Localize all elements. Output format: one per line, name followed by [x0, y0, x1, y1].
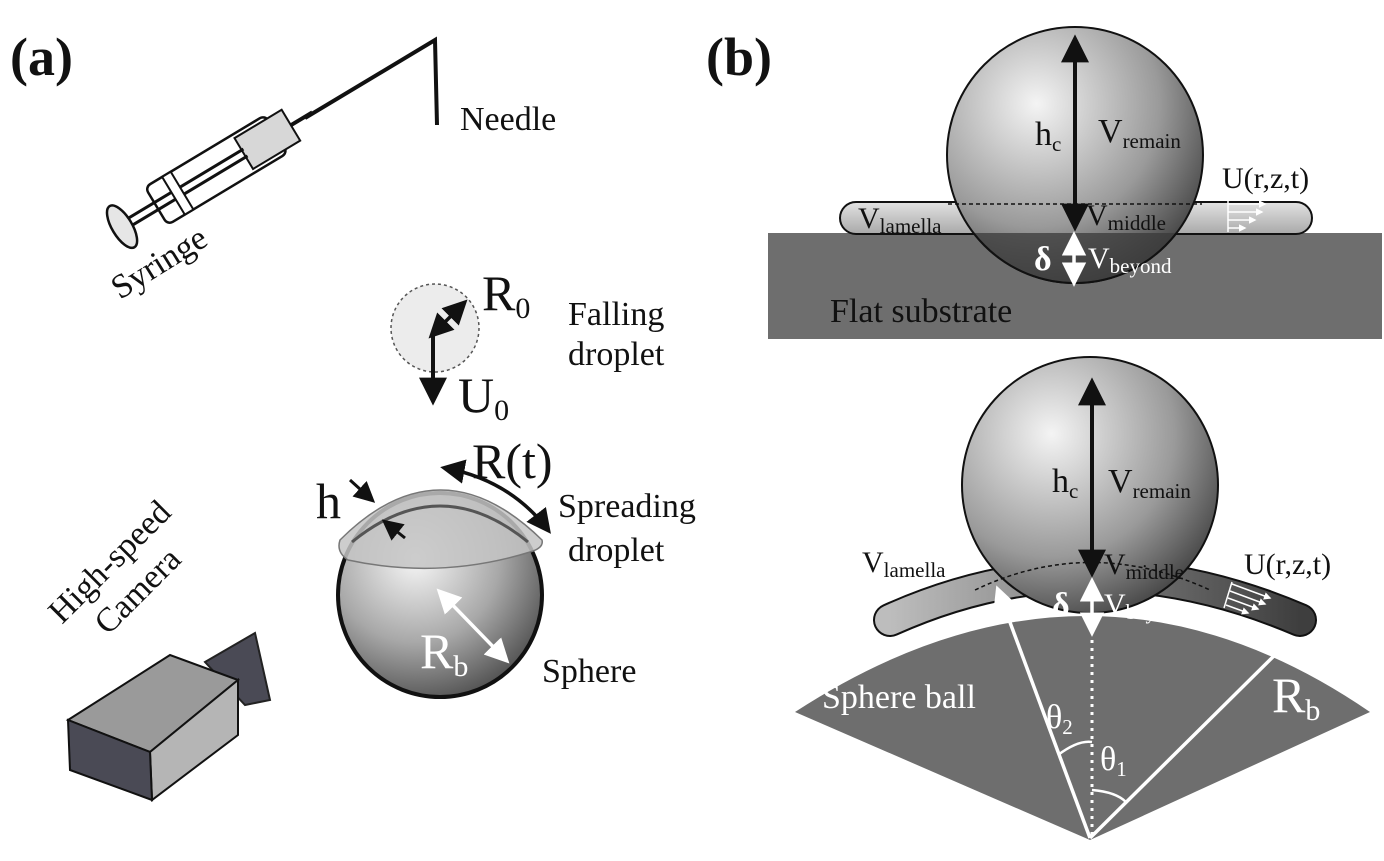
needle-label: Needle: [460, 101, 556, 138]
sphere-label: Sphere: [542, 653, 636, 690]
top-hc-label: hc: [1035, 116, 1061, 156]
theta1-label: θ1: [1100, 741, 1127, 781]
top-v-beyond-label: Vbeyond: [1088, 242, 1172, 278]
bottom-v-beyond-label: Vbeyond: [1104, 588, 1188, 624]
falling-label-2: droplet: [568, 336, 665, 373]
theta2-arc: [1057, 740, 1093, 757]
high-speed-camera: [65, 631, 272, 802]
rt-label: R(t): [472, 433, 553, 489]
h-label: h: [316, 473, 341, 529]
bottom-hc-label: hc: [1052, 463, 1078, 503]
h-arrow-top: [348, 478, 376, 503]
top-v-lamella-label: Vlamella: [858, 202, 942, 238]
panel-a-label: (a): [10, 27, 73, 87]
panel-b-label: (b): [706, 27, 772, 87]
sphere-ball: [795, 616, 1370, 840]
theta1-arc: [1091, 788, 1127, 803]
spreading-label-1: Spreading: [558, 488, 696, 525]
bottom-u-label: U(r,z,t): [1244, 548, 1331, 581]
flat-substrate-label: Flat substrate: [830, 293, 1012, 330]
top-delta-label: δ: [1034, 241, 1052, 278]
bottom-v-remain-label: Vremain: [1108, 463, 1191, 503]
bottom-velocity-profile: [1223, 581, 1272, 615]
falling-label-1: Falling: [568, 296, 664, 333]
bottom-v-lamella-label: Vlamella: [862, 546, 946, 582]
rt-arrow: [440, 459, 551, 534]
top-v-remain-label: Vremain: [1098, 113, 1181, 153]
r0-label: R0: [482, 265, 530, 325]
top-velocity-profile: [1227, 200, 1267, 232]
bottom-v-middle-label: Vmiddle: [1104, 548, 1184, 584]
theta2-ray: [993, 585, 1092, 839]
theta2-label: θ2: [1046, 699, 1073, 739]
u0-label: U0: [458, 367, 509, 427]
rb-ray: [1088, 636, 1294, 840]
needle: [303, 36, 439, 126]
rb-label-a: Rb: [420, 623, 468, 683]
bottom-delta-label: δ: [1052, 587, 1070, 624]
syringe: [105, 108, 314, 250]
rb-arrow: [436, 588, 510, 664]
rb-label-b: Rb: [1272, 667, 1320, 727]
top-u-label: U(r,z,t): [1222, 162, 1309, 195]
h-arrow-bottom: [381, 519, 406, 541]
r0-arrow: [428, 299, 468, 339]
spreading-label-2: droplet: [568, 532, 665, 569]
sphere-ball-label: Sphere ball: [822, 679, 976, 716]
top-v-middle-label: Vmiddle: [1086, 199, 1166, 235]
